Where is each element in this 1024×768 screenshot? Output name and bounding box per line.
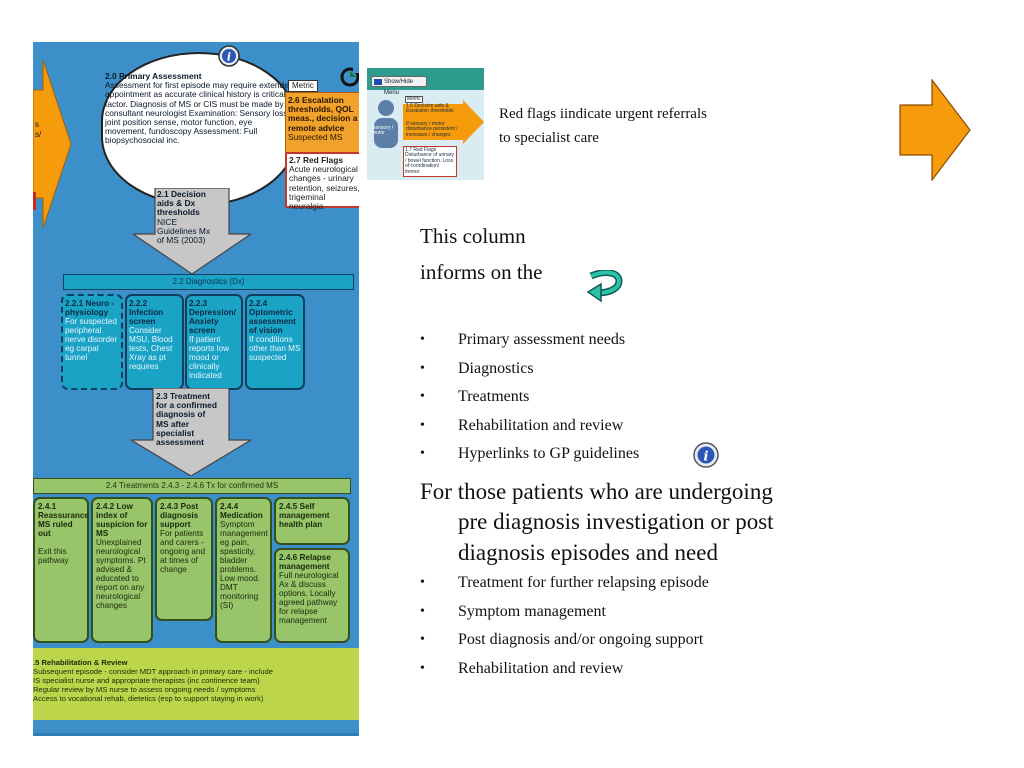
person-icon (374, 100, 398, 148)
thumb-metric: Metric (405, 96, 423, 104)
primary-assessment-text: 2.0 Primary Assessment Assessment for fi… (105, 71, 295, 146)
red-flags-title: 2.7 Red Flags (289, 155, 343, 165)
thumb-escalation: 1.6 Decision aids & Escalation threshold… (406, 103, 454, 115)
rehab-title: .5 Rehabilitation & Review (33, 658, 128, 667)
grey-down-arrow-2 (131, 388, 251, 476)
primary-assessment-body: Assessment for first episode may require… (105, 80, 294, 146)
metric-tag[interactable]: Metric (288, 80, 318, 92)
rehabilitation-review-box[interactable]: .5 Rehabilitation & Review Subsequent ep… (33, 648, 359, 720)
info-icon[interactable]: i (693, 442, 719, 468)
list-item: Hyperlinks to GP guidelines (420, 444, 639, 473)
tx-box-reassurance[interactable]: 2.4.1 Reassurance MS ruled out Exit this… (33, 497, 89, 643)
red-flags-caption-line-1: Red flags iindicate urgent referrals (499, 106, 707, 122)
tx-box-body: Symptom management eg pain, spasticity, … (220, 520, 268, 610)
left-arrow-text-1: s (35, 120, 39, 129)
tx-box-title: 2.4.1 Reassurance MS ruled out (38, 502, 89, 538)
red-flags-body: Acute neurological changes - urinary ret… (289, 164, 359, 212)
rehab-line: Regular review by MS nurse to assess ong… (33, 685, 256, 694)
grey-down-arrow-1 (133, 188, 251, 274)
thumb-sensory-label: Sensory / motor (372, 125, 394, 137)
tx-box-relapse-management[interactable]: 2.4.6 Relapse management Full neurologic… (274, 548, 350, 643)
dx-box-body: For suspected peripheral nerve disorder … (65, 317, 118, 362)
dx-box-body: Consider MSU, Blood tests, Chest Xray as… (129, 326, 173, 371)
info-icon[interactable]: i (218, 45, 240, 67)
dx-box-body: If patient reports low mood or clinicall… (189, 335, 230, 380)
dx-box-title: 2.2.4 Optometric assessment of vision (249, 299, 296, 335)
dx-box-infection-screen[interactable]: 2.2.2 Infection screen Consider MSU, Blo… (125, 294, 184, 390)
list-item: Rehabilitation and review (420, 659, 709, 688)
next-arrow-icon[interactable] (899, 79, 971, 181)
list-item: Treatment for further relapsing episode (420, 573, 709, 602)
escalation-title: 2.6 Escalation thresholds, QOL meas., de… (288, 95, 358, 133)
tx-box-title: 2.4.3 Post diagnosis support (160, 502, 199, 529)
tx-box-self-management[interactable]: 2.4.5 Self management health plan (274, 497, 350, 545)
list-item: Post diagnosis and/or ongoing support (420, 630, 709, 659)
tx-box-low-index[interactable]: 2.4.2 Low index of suspicion for MS Unex… (91, 497, 153, 643)
list-item: Primary assessment needs (420, 330, 639, 359)
tx-box-body: Full neurological Ax & discuss options. … (279, 571, 339, 625)
dx-box-title: 2.2.2 Infection screen (129, 299, 164, 326)
red-flags-box[interactable]: 2.7 Red Flags Acute neurological changes… (285, 152, 359, 212)
diagnostics-bar[interactable]: 2.2 Diagnostics (Dx) (63, 274, 354, 290)
list-item: Rehabilitation and review (420, 416, 639, 445)
left-red-strip (33, 192, 36, 210)
menu-thumbnail: Show/Hide Menu Sensory / motor Metric 1.… (367, 68, 484, 180)
primary-assessment-bubble[interactable] (101, 52, 297, 206)
show-hide-menu-button[interactable]: Show/Hide Menu (371, 76, 427, 96)
svg-text:i: i (704, 450, 709, 465)
treatment-confirmed-text: 2.3 Treatment for a confirmed diagnosis … (156, 391, 217, 448)
tx-box-medication[interactable]: 2.4.4 Medication Symptom management eg p… (215, 497, 272, 643)
patient-needs-list: Treatment for further relapsing episode … (420, 573, 709, 687)
list-item: Diagnostics (420, 359, 639, 388)
escalation-body: Suspected MS (288, 131, 343, 142)
column-heading-line-1: This column (420, 224, 526, 248)
rehab-line: IS specialist nurse and appropriate ther… (33, 676, 260, 685)
list-item: Symptom management (420, 602, 709, 631)
rehab-line: Access to vocational rehab, dietetics (e… (33, 694, 264, 703)
refresh-icon[interactable] (339, 66, 359, 88)
tx-box-title: 2.4.6 Relapse management (279, 553, 331, 571)
tx-box-body: For patients and carers - ongoing and at… (160, 529, 206, 574)
svg-text:i: i (227, 51, 231, 64)
thumb-orange-arrow (403, 100, 484, 144)
tx-box-title: 2.4.5 Self management health plan (279, 502, 330, 529)
left-orange-arrow (33, 60, 71, 228)
list-item: Treatments (420, 387, 639, 416)
dx-box-body: If conditions other than MS suspected (249, 335, 301, 362)
tx-box-title: 2.4.2 Low index of suspicion for MS (96, 502, 148, 538)
dx-box-neurophysiology[interactable]: 2.2.1 Neuro - physiology For suspected p… (61, 294, 123, 390)
dx-box-depression-screen[interactable]: 2.2.3 Depression/ Anxiety screen If pati… (185, 294, 243, 390)
paragraph-line-1: For those patients who are undergoing (420, 479, 773, 504)
tx-box-post-diagnosis-support[interactable]: 2.4.3 Post diagnosis support For patient… (155, 497, 213, 621)
thumb-red-flags: 1.7 Red Flags Disturbance of urinary / b… (403, 146, 457, 178)
thumb-sensory-note: If sensory / motor disturbance persisten… (406, 121, 458, 138)
dx-box-optometric[interactable]: 2.2.4 Optometric assessment of vision If… (245, 294, 305, 390)
column-topics-list: Primary assessment needs Diagnostics Tre… (420, 330, 639, 473)
rehab-line: Subsequent episode - consider MDT approa… (33, 667, 274, 676)
primary-assessment-title: 2.0 Primary Assessment (105, 71, 202, 81)
decision-aids-body: NICE Guidelines Mx of MS (2003) (157, 216, 211, 246)
dx-box-title: 2.2.3 Depression/ Anxiety screen (189, 299, 236, 335)
tx-box-title: 2.4.4 Medication (220, 502, 263, 520)
decision-aids-text: 2.1 Decision aids & Dx thresholds NICE G… (157, 189, 217, 246)
menu-icon (374, 79, 382, 85)
column-heading-line-2: informs on the (420, 260, 543, 284)
red-flags-caption-line-2: to specialist care (499, 130, 599, 146)
tx-box-body: Exit this pathway (38, 547, 69, 565)
decision-aids-title: 2.1 Decision aids & Dx thresholds (157, 189, 206, 218)
show-hide-menu-label: Show/Hide Menu (384, 79, 414, 96)
pathway-flowchart: s s/ 2.0 Primary Assessment Assessment f… (33, 42, 359, 736)
escalation-box[interactable]: 2.6 Escalation thresholds, QOL meas., de… (285, 92, 359, 154)
left-arrow-text-2: s/ (35, 130, 42, 139)
treatments-bar[interactable]: 2.4 Treatments 2.4.3 - 2.4.6 Tx for conf… (33, 478, 351, 494)
tx-box-body: Unexplained neurological symptoms. Pt ad… (96, 538, 146, 610)
paragraph-line-2: pre diagnosis investigation or post (458, 509, 774, 534)
paragraph-line-3: diagnosis episodes and need (458, 540, 718, 565)
dx-box-title: 2.2.1 Neuro - physiology (65, 299, 115, 317)
return-arrow-icon[interactable] (585, 270, 625, 304)
